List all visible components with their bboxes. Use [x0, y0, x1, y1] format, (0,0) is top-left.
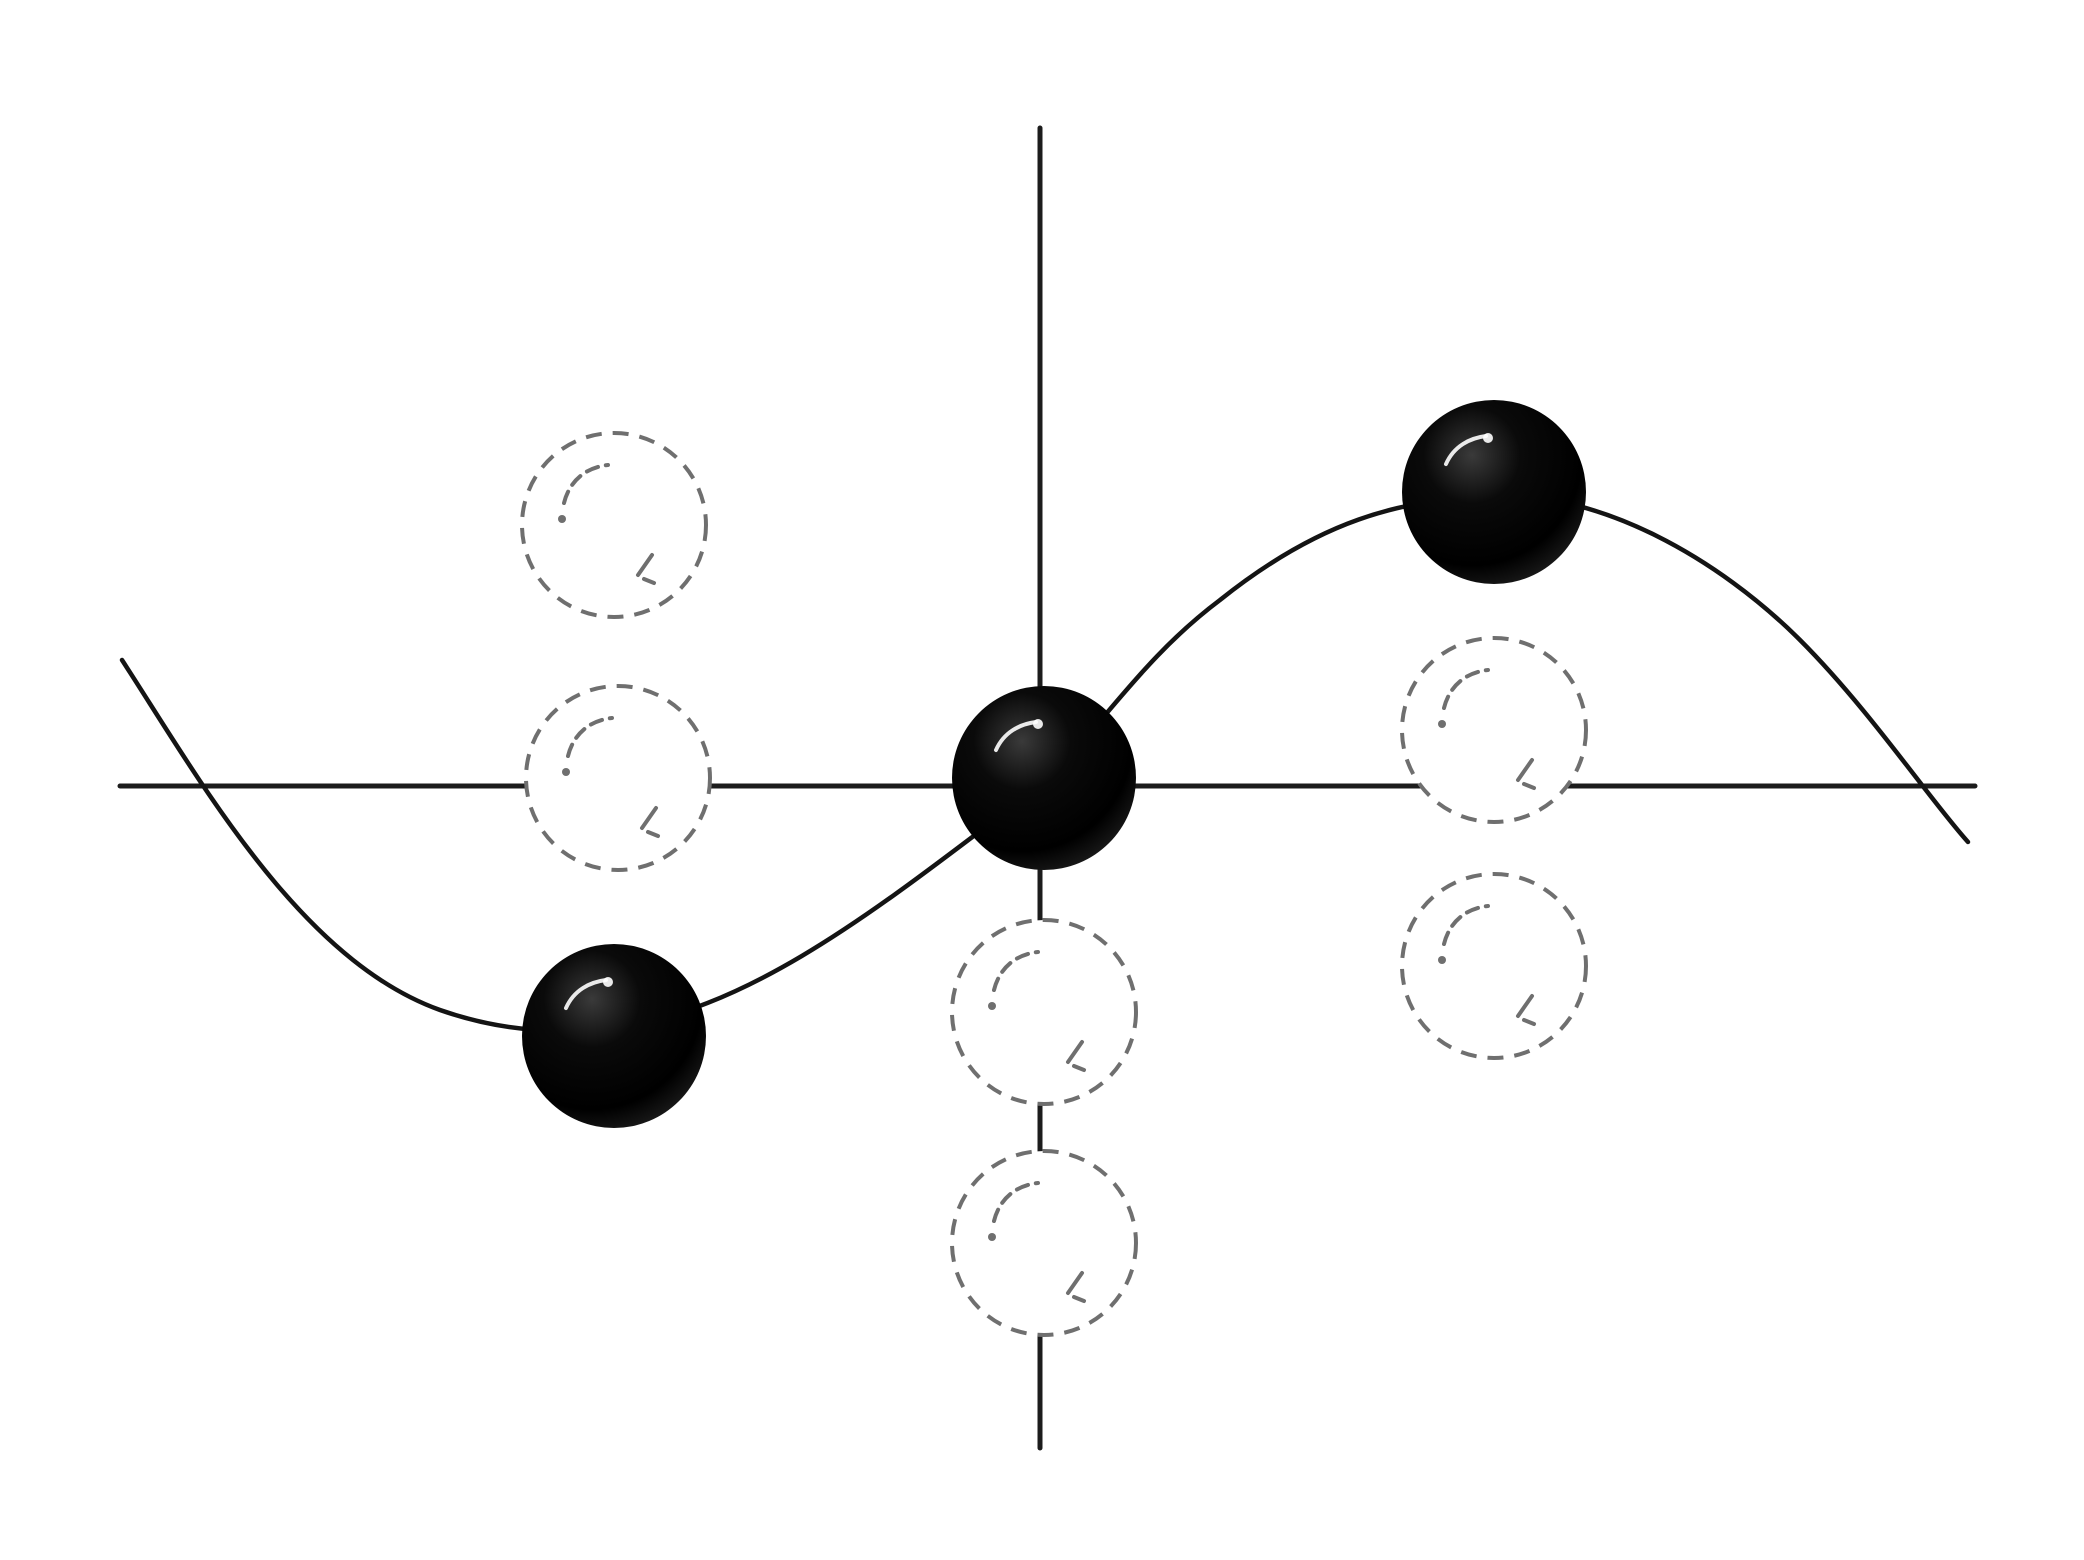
ghost-ball	[524, 684, 712, 872]
ghost-ball	[1400, 636, 1588, 824]
filled-ball-zero-crossing	[952, 686, 1136, 870]
ghost-ball	[950, 918, 1138, 1106]
ghost-ball	[520, 431, 708, 619]
ghost-ball	[950, 1149, 1138, 1337]
filled-ball-crest	[1402, 400, 1586, 584]
ghost-ball	[1400, 872, 1588, 1060]
filled-ball-trough	[522, 944, 706, 1128]
